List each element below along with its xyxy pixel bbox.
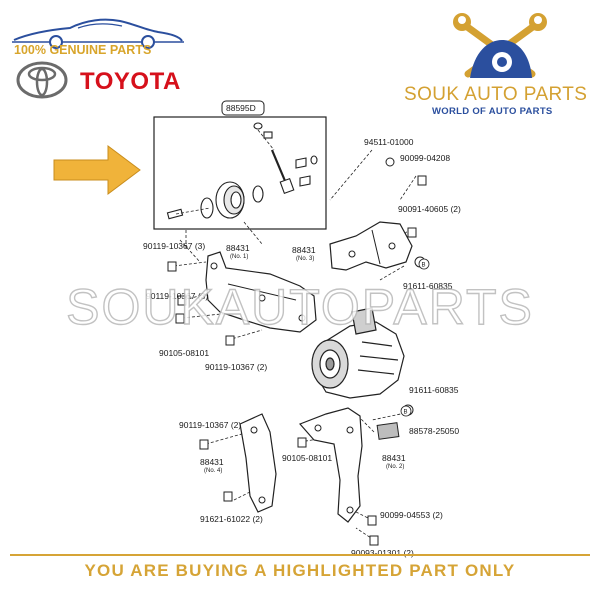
callout-label: 90119-10367 (3) — [143, 241, 205, 251]
marker-b-circle — [400, 405, 412, 417]
callout-label: 88431 — [200, 457, 224, 467]
callout-label: 90119-10367 (2) — [205, 362, 267, 372]
toyota-emblem-icon — [16, 61, 68, 99]
marker-b-label: B — [422, 263, 426, 269]
marker-b-label: B — [404, 410, 408, 416]
plate-88578 — [376, 422, 400, 440]
callout-label: 90093-01301 (2) — [351, 548, 414, 558]
callout-label: 90105-08101 — [159, 348, 209, 358]
highlighted-part-label-box — [221, 100, 265, 116]
callout-label: 91611-60835 — [403, 281, 453, 291]
callout-label: 91611-60835 — [409, 385, 459, 395]
store-tagline-text: WORLD OF AUTO PARTS — [432, 106, 553, 117]
wrench-car-logo-icon — [453, 13, 547, 78]
callout-label: 90099-04208 — [400, 153, 450, 163]
bolt-icons — [167, 175, 427, 546]
highlighted-part-box — [153, 116, 327, 230]
ac-compressor — [311, 307, 405, 399]
callout-label: 94511-01000 — [364, 137, 414, 147]
bracket-no3 — [329, 221, 413, 271]
footer-divider — [10, 554, 590, 556]
store-name-text: SOUK AUTO PARTS — [404, 84, 588, 105]
callout-label: 90119-10367 (3) — [146, 291, 208, 301]
marker-b-circle — [418, 258, 430, 270]
callout-sublabel: (No. 1) — [230, 254, 248, 260]
footer-notice: YOU ARE BUYING A HIGHLIGHTED PART ONLY — [84, 561, 516, 580]
callout-label: 88578-25050 — [409, 426, 459, 436]
toyota-brand-text: TOYOTA — [80, 68, 181, 95]
idler-pulley-assembly — [166, 122, 318, 220]
bracket-no4 — [239, 413, 277, 513]
bracket-no2 — [298, 407, 363, 523]
callout-sublabel: (No. 3) — [296, 256, 314, 262]
highlighted-part-number: 88595D — [226, 103, 256, 113]
callout-label: 91621-61022 (2) — [200, 514, 263, 524]
car-logo-icon — [12, 18, 184, 49]
callout-label: 88431 — [292, 245, 316, 255]
genuine-parts-text: 100% GENUINE PARTS — [14, 43, 152, 57]
callout-label: 90105-08101 — [282, 453, 332, 463]
callout-sublabel: (No. 2) — [386, 464, 404, 470]
callout-label: 90119-10367 (2) — [179, 420, 241, 430]
callout-label: 90091-40605 (2) — [398, 204, 461, 214]
watermark-text: SOUKAUTOPARTS — [65, 278, 534, 335]
callout-label: 88431 — [226, 243, 250, 253]
highlight-arrow-icon — [53, 145, 141, 195]
callout-label: 90099-04553 (2) — [380, 510, 443, 520]
callout-label: 88431 — [382, 453, 406, 463]
callout-sublabel: (No. 4) — [204, 468, 222, 474]
